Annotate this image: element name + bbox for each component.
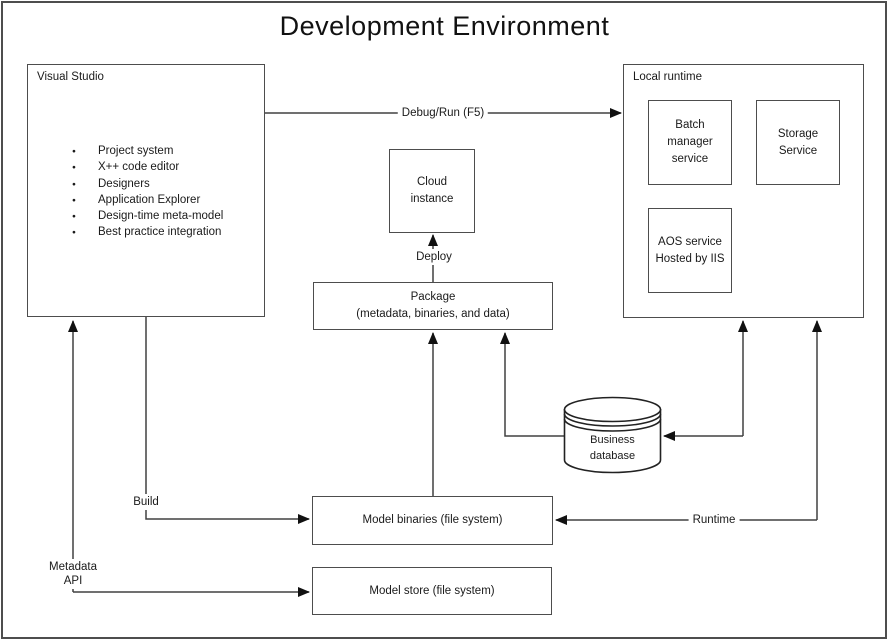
visual-studio-label: Visual Studio [37,71,104,83]
cloud-instance-label: Cloud instance [410,176,454,205]
model-store-label: Model store (file system) [369,584,495,597]
package-label: Package (metadata, binaries, and data) [356,291,510,320]
cloud-instance-box: Cloud instance [389,149,475,233]
business-database-label: Business database [589,434,636,462]
edge-build-line [145,317,310,524]
local-runtime-label: Local runtime [633,71,703,83]
edge-database-to-package-line [500,332,564,437]
business-database-cylinder: Business database [563,396,662,474]
visual-studio-feature-list: Project system X++ code editor Designers… [72,143,223,243]
aos-service-label: AOS service Hosted by IIS [655,235,725,265]
feature-item: Best practice integration [72,224,223,243]
edge-label-deploy: Deploy [412,249,456,265]
feature-item: Designers [72,176,223,194]
edge-label-runtime: Runtime [688,512,740,528]
package-box: Package (metadata, binaries, and data) [313,282,553,330]
aos-service-box: AOS service Hosted by IIS [648,208,732,293]
feature-item: Project system [72,143,223,161]
storage-service-label: Storage Service [777,127,819,157]
batch-manager-service-label: Batch manager service [667,119,713,165]
model-store-box: Model store (file system) [312,567,552,615]
feature-item: X++ code editor [72,159,223,177]
edge-label-metadata-api: Metadata API [45,559,101,589]
database-icon [563,396,662,474]
storage-service-box: Storage Service [756,100,840,185]
model-binaries-label: Model binaries (file system) [362,514,503,526]
feature-item: Design-time meta-model [72,208,223,226]
model-binaries-box: Model binaries (file system) [312,496,553,545]
visual-studio-box: Visual Studio Project system X++ code ed… [27,64,265,317]
feature-item: Application Explorer [72,192,223,210]
edge-label-debug-run: Debug/Run (F5) [397,105,489,121]
batch-manager-service-box: Batch manager service [648,100,732,185]
edge-label-build: Build [129,494,163,510]
diagram-title: Development Environment [279,11,610,41]
